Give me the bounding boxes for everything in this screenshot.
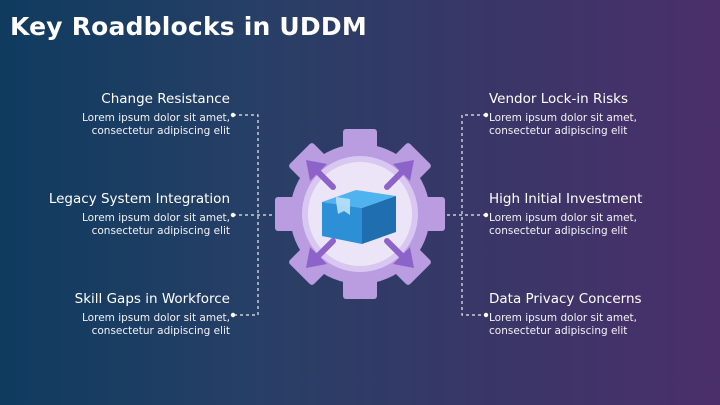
roadblock-description: Lorem ipsum dolor sit amet, consectetur … (5, 212, 230, 238)
roadblock-description: Lorem ipsum dolor sit amet, consectetur … (5, 312, 230, 338)
roadblock-description: Lorem ipsum dolor sit amet, consectetur … (489, 312, 714, 338)
roadblock-heading: Data Privacy Concerns (489, 291, 642, 307)
roadblock-heading: Change Resistance (101, 91, 230, 107)
description-line: Lorem ipsum dolor sit amet, (82, 112, 230, 124)
description-line: Lorem ipsum dolor sit amet, (82, 212, 230, 224)
roadblock-data-privacy: Data Privacy Concerns Lorem ipsum dolor … (489, 290, 714, 338)
roadblock-heading: Vendor Lock-in Risks (489, 91, 628, 107)
roadblock-description: Lorem ipsum dolor sit amet, consectetur … (489, 212, 714, 238)
description-line: consectetur adipiscing elit (489, 125, 628, 137)
connector-lines (233, 114, 486, 316)
roadblock-description: Lorem ipsum dolor sit amet, consectetur … (5, 112, 230, 138)
roadblock-description: Lorem ipsum dolor sit amet, consectetur … (489, 112, 714, 138)
description-line: consectetur adipiscing elit (489, 325, 628, 337)
connector-left (233, 114, 290, 316)
description-line: consectetur adipiscing elit (489, 225, 628, 237)
description-line: Lorem ipsum dolor sit amet, (82, 312, 230, 324)
description-line: Lorem ipsum dolor sit amet, (489, 212, 637, 224)
roadblock-high-initial-investment: High Initial Investment Lorem ipsum dolo… (489, 190, 714, 238)
slide-title: Key Roadblocks in UDDM (10, 12, 367, 41)
box-icon (322, 190, 396, 244)
roadblock-skill-gaps: Skill Gaps in Workforce Lorem ipsum dolo… (5, 290, 230, 338)
roadblock-legacy-system-integration: Legacy System Integration Lorem ipsum do… (5, 190, 230, 238)
roadblock-heading: High Initial Investment (489, 191, 643, 207)
roadblock-vendor-lock-in: Vendor Lock-in Risks Lorem ipsum dolor s… (489, 90, 714, 138)
expand-arrows-icon (306, 160, 414, 268)
connector-right (430, 114, 486, 316)
roadblock-heading: Skill Gaps in Workforce (74, 291, 230, 307)
description-line: consectetur adipiscing elit (91, 225, 230, 237)
description-line: Lorem ipsum dolor sit amet, (489, 112, 637, 124)
description-line: consectetur adipiscing elit (91, 325, 230, 337)
connector-dots (230, 112, 489, 318)
roadblock-heading: Legacy System Integration (48, 191, 230, 207)
description-line: Lorem ipsum dolor sit amet, (489, 312, 637, 324)
roadblock-change-resistance: Change Resistance Lorem ipsum dolor sit … (5, 90, 230, 138)
description-line: consectetur adipiscing elit (91, 125, 230, 137)
